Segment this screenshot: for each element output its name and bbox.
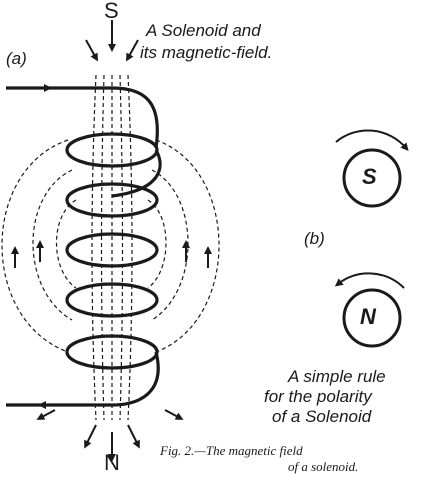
n-pole-symbol	[334, 272, 405, 348]
circle-s-label: S	[362, 164, 377, 189]
title-line-1: A Solenoid and	[146, 21, 261, 40]
title-line-2: its magnetic-field.	[140, 43, 273, 62]
part-a-label: (a)	[6, 49, 27, 68]
rule-line-1: A simple rule	[288, 367, 386, 386]
north-pole-label: N	[104, 450, 120, 475]
rule-line-2: for the polarity	[264, 387, 372, 406]
caption-line-2: of a solenoid.	[288, 459, 359, 474]
field-arrows	[11, 20, 212, 462]
s-pole-symbol	[335, 129, 409, 208]
caption-line-1: Fig. 2.—The magnetic field	[160, 443, 303, 458]
part-b-label: (b)	[304, 229, 325, 248]
rule-line-3: of a Solenoid	[272, 407, 372, 426]
south-pole-label: S	[104, 0, 119, 23]
circle-n-label: N	[360, 304, 376, 329]
solenoid-coil	[6, 86, 162, 407]
